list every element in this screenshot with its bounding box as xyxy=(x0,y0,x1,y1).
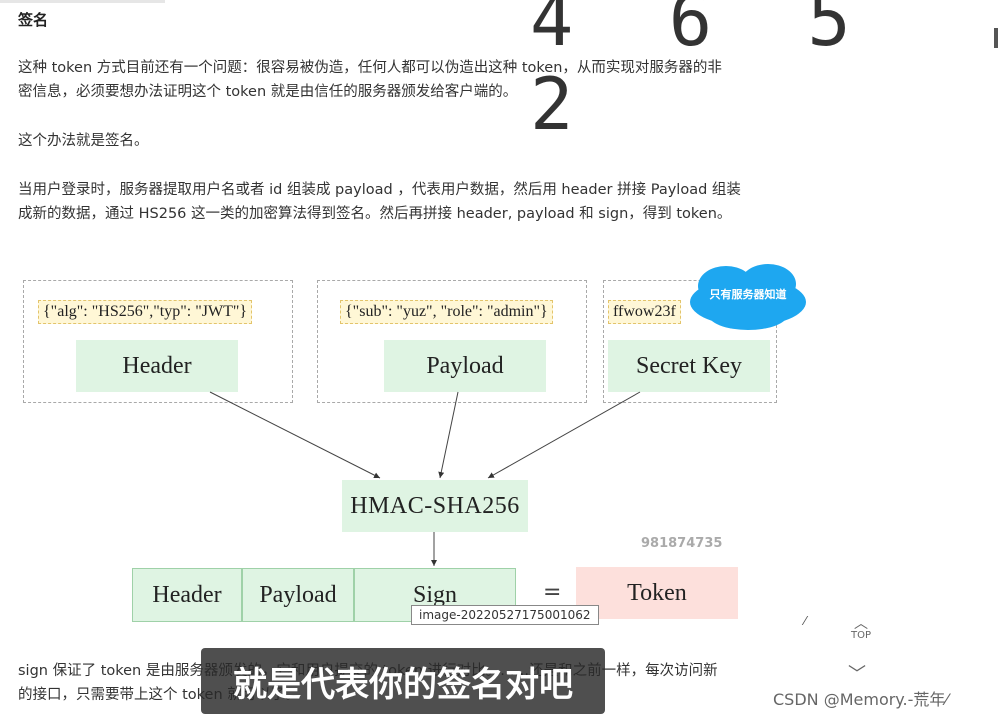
diagram-arrows xyxy=(209,391,641,566)
paragraph-line: 这种 token 方式目前还有一个问题：很容易被伪造，任何人都可以伪造出这种 t… xyxy=(18,60,722,76)
header-box: Header xyxy=(76,340,238,392)
paragraph-2: 这个办法就是签名。 xyxy=(18,133,149,149)
chevron-down-icon[interactable]: ﹀ xyxy=(848,664,866,685)
paragraph-line: 成新的数据，通过 HS256 这一类的加密算法得到签名。然后再拼接 header… xyxy=(18,206,732,222)
cloud-note: 只有服务器知道 xyxy=(709,288,787,301)
paragraph-line: 当用户登录时，服务器提取用户名或者 id 组装成 payload ，代表用户数据… xyxy=(18,182,741,198)
header-json: {"alg": "HS256","typ": "JWT"} xyxy=(38,300,253,324)
payload-box: Payload xyxy=(384,340,546,392)
payload-group xyxy=(317,280,587,403)
overlay-number: 4 6 5 2 xyxy=(530,0,877,146)
header-group xyxy=(23,280,293,403)
paragraph-line: 密信息，必须要想办法证明这个 token 就是由信任的服务器颁发给客户端的。 xyxy=(18,84,518,100)
jwt-signature-diagram: {"alg": "HS256","typ": "JWT"} Header {"s… xyxy=(18,262,818,642)
top-label: TOP xyxy=(850,630,871,641)
scrollbar-thumb[interactable] xyxy=(994,28,998,48)
token-box: Token xyxy=(576,567,738,619)
cloud-icon xyxy=(690,264,806,330)
equals-sign: = xyxy=(543,580,562,605)
image-tooltip: image-20220527175001062 xyxy=(411,605,599,625)
section-heading: 签名 xyxy=(18,11,49,29)
watermark-text: 981874735 xyxy=(641,536,723,551)
secret-value: ffwow23f xyxy=(608,300,681,324)
video-subtitle: 就是代表你的签名对吧 xyxy=(201,648,605,714)
signed-row: Header Payload Sign xyxy=(132,568,516,622)
resize-icon[interactable]: ⁄ xyxy=(804,614,807,628)
row-header-cell: Header xyxy=(132,568,242,622)
back-to-top-button[interactable]: ︿ TOP xyxy=(846,616,876,641)
csdn-author-watermark: CSDN @Memory.-荒年⁄ xyxy=(773,690,949,709)
row-payload-cell: Payload xyxy=(242,568,354,622)
secret-group xyxy=(603,280,777,403)
chevron-up-icon: ︿ xyxy=(854,616,868,632)
paragraph-1: 这种 token 方式目前还有一个问题：很容易被伪造，任何人都可以伪造出这种 t… xyxy=(18,56,818,104)
secret-key-box: Secret Key xyxy=(608,340,770,392)
hmac-box: HMAC-SHA256 xyxy=(342,480,528,532)
top-divider xyxy=(0,0,165,3)
payload-json: {"sub": "yuz", "role": "admin"} xyxy=(340,300,553,324)
cloud-callout: 只有服务器知道 xyxy=(686,262,810,332)
paragraph-3: 当用户登录时，服务器提取用户名或者 id 组装成 payload ，代表用户数据… xyxy=(18,178,818,226)
